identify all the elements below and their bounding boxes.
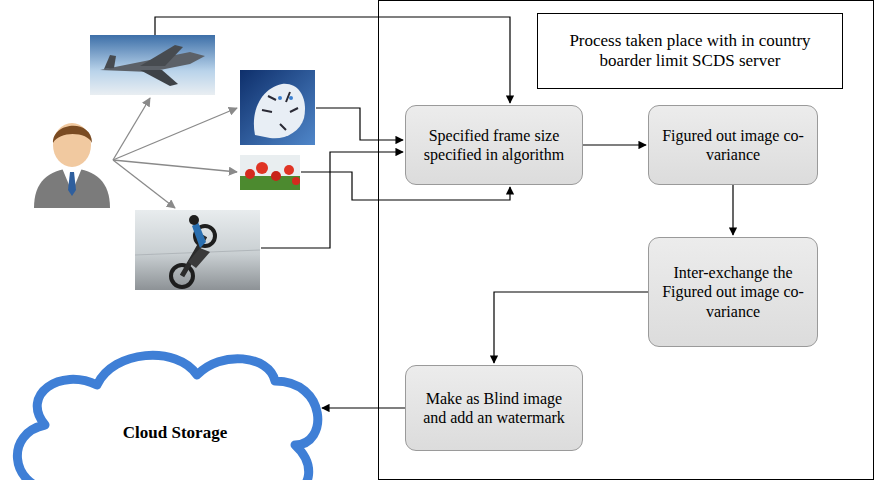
flower bbox=[256, 162, 268, 174]
user-icon bbox=[34, 123, 110, 208]
tiger-body bbox=[254, 84, 305, 138]
server-boundary: Specified frame size specified in algori… bbox=[378, 0, 874, 480]
cloud-shape bbox=[17, 355, 317, 480]
motorbike-picture bbox=[135, 210, 260, 290]
user-body bbox=[34, 168, 110, 208]
cloud-storage: Cloud Storage bbox=[5, 345, 320, 480]
process-text: Specified frame size specified in algori… bbox=[416, 126, 572, 164]
heading-text: Process taken place with in country boar… bbox=[548, 31, 832, 72]
tiger-picture bbox=[240, 70, 315, 145]
jet-wing bbox=[140, 45, 183, 66]
flower bbox=[292, 177, 300, 185]
process-box: Inter-exchange the Figured out image co-… bbox=[648, 237, 818, 347]
picture-ground bbox=[240, 70, 315, 145]
user-arrow bbox=[113, 160, 175, 208]
picture-ground bbox=[135, 210, 260, 290]
flow-arrow bbox=[322, 407, 405, 408]
tiger-eye bbox=[278, 96, 282, 100]
flower bbox=[284, 165, 294, 175]
picture-ground bbox=[240, 155, 300, 190]
process-text: Make as Blind image and add an watermark bbox=[416, 389, 572, 427]
tiger-eye bbox=[289, 96, 293, 100]
user-arrows bbox=[113, 98, 237, 208]
flower bbox=[245, 169, 255, 179]
bike-engine bbox=[188, 248, 210, 268]
rider bbox=[192, 222, 206, 248]
input-arrow bbox=[155, 17, 510, 103]
cloud-outline bbox=[5, 345, 320, 480]
process-box: Make as Blind image and add an watermark bbox=[405, 365, 583, 451]
rider-helmet bbox=[189, 215, 199, 225]
user-arrow bbox=[113, 160, 237, 172]
flowers-picture bbox=[240, 155, 300, 190]
flow-arrow bbox=[583, 144, 646, 145]
process-box: Figured out image co-variance bbox=[648, 105, 818, 185]
flower bbox=[271, 171, 281, 181]
user-tie bbox=[68, 172, 76, 196]
process-box: Specified frame size specified in algori… bbox=[405, 105, 583, 185]
process-text: Inter-exchange the Figured out image co-… bbox=[659, 263, 807, 321]
jet-picture bbox=[90, 35, 215, 95]
jet-tail bbox=[104, 55, 116, 69]
jet-wing bbox=[140, 70, 178, 86]
flow-arrow bbox=[732, 185, 733, 235]
user-head bbox=[53, 123, 91, 167]
flow-arrow bbox=[494, 292, 648, 363]
user-arrow bbox=[113, 98, 150, 160]
process-text: Figured out image co-variance bbox=[659, 126, 807, 164]
tiger-stripes bbox=[262, 92, 298, 130]
user-arrow bbox=[113, 108, 237, 160]
cloud-label: Cloud Storage bbox=[75, 423, 275, 443]
picture-ground bbox=[90, 35, 215, 95]
heading-box: Process taken place with in country boar… bbox=[537, 13, 843, 89]
user-hair bbox=[53, 126, 92, 143]
input-arrow bbox=[261, 152, 403, 248]
input-arrow bbox=[316, 108, 403, 140]
